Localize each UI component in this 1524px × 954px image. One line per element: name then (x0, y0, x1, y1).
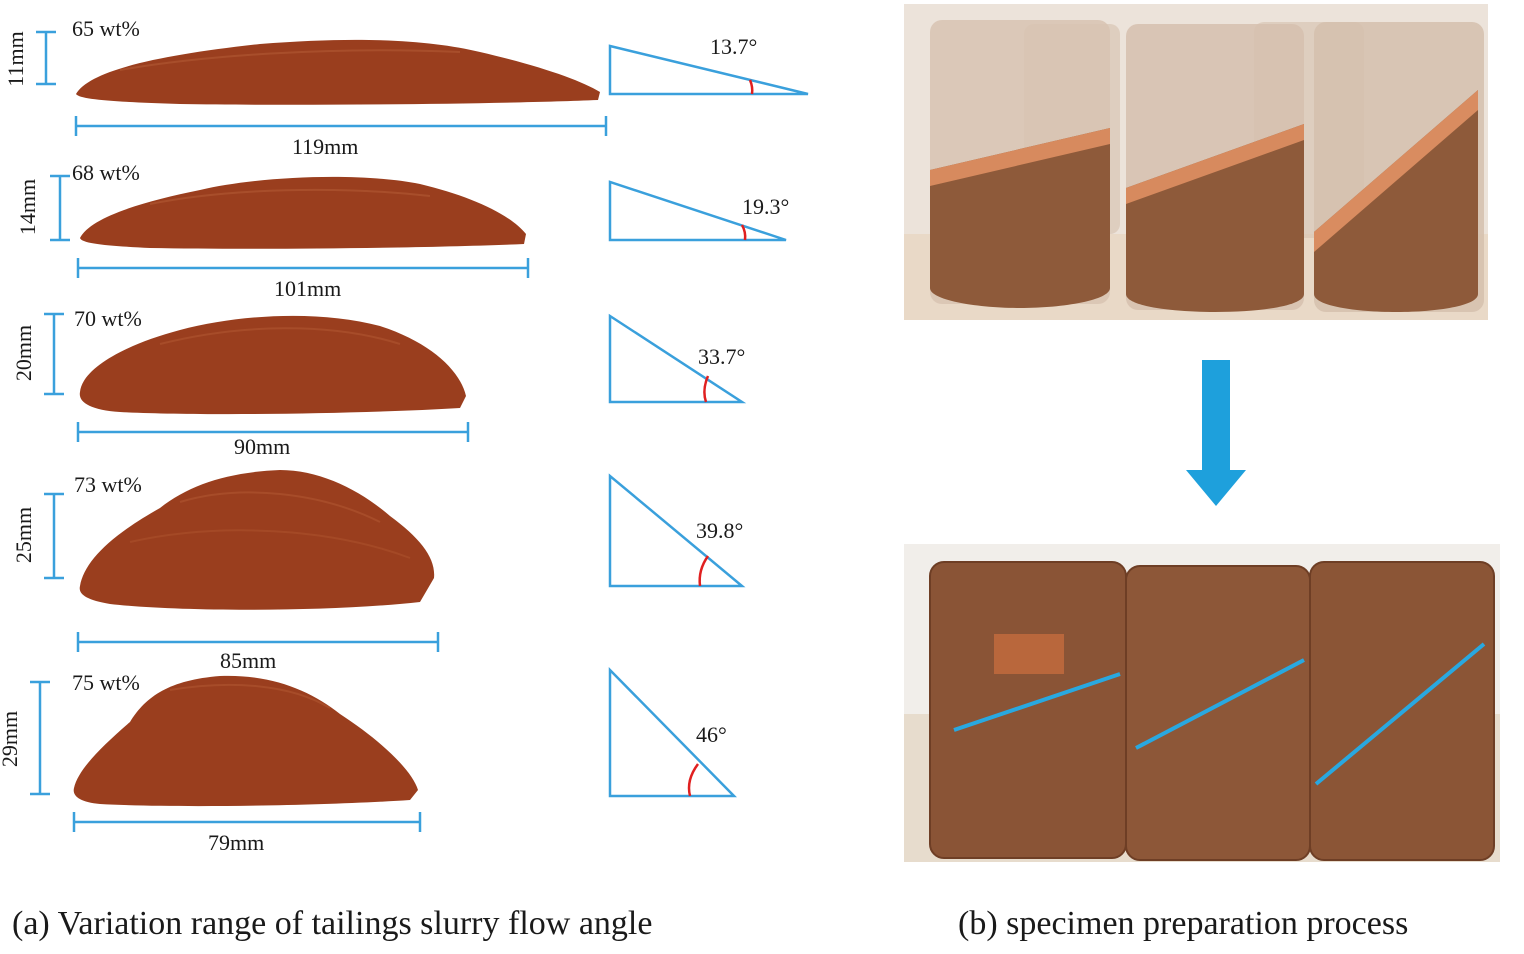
angle-label: 13.7° (710, 34, 758, 59)
cut-line-left (953, 672, 1121, 732)
down-arrow-icon (1186, 360, 1246, 506)
specimen-photo-after-drawing (904, 544, 1500, 862)
angle-triangle (608, 44, 809, 96)
angle-arc (703, 375, 710, 403)
width-label: 101mm (274, 276, 342, 301)
specimen-photo-after (904, 544, 1500, 862)
sample-row-75: 75 wt% 29mm 79mm 46° (0, 660, 860, 860)
angle-arc (698, 555, 710, 587)
angle-arc (740, 224, 747, 241)
angle-arc (748, 79, 754, 95)
height-label: 20mm (11, 324, 36, 382)
angle-label: 33.7° (698, 344, 746, 369)
height-label: 25mm (11, 506, 36, 564)
sample-row-65-graphic (36, 30, 809, 136)
slurry-pile (76, 39, 600, 105)
angle-triangle (608, 313, 747, 404)
concentration-label: 68 wt% (72, 160, 140, 185)
concentration-label: 73 wt% (74, 472, 142, 497)
angle-arc (687, 763, 700, 797)
sample-row-70-graphic (44, 312, 747, 442)
angle-triangle (608, 180, 787, 242)
sample-row-68: 68 wt% 14mm 101mm 19.3° (0, 160, 860, 310)
concentration-label: 65 wt% (72, 16, 140, 41)
concentration-label: 70 wt% (74, 306, 142, 331)
sample-row-68-graphic (50, 174, 787, 278)
angle-label: 19.3° (742, 194, 790, 219)
width-label: 85mm (220, 648, 277, 673)
panel-b-specimen-prep (880, 0, 1524, 880)
specimen-photo-before-drawing (904, 4, 1488, 320)
sample-row-73: 73 wt% 25mm 85mm 39.8° (0, 462, 860, 673)
sample-row-70: 70 wt% 20mm 90mm 33.7° (0, 300, 860, 470)
caption-panel-a: (a) Variation range of tailings slurry f… (12, 905, 653, 942)
slurry-pile (79, 470, 435, 610)
cut-line-right (1314, 642, 1486, 786)
cut-line-middle (1135, 658, 1305, 750)
sample-row-65: 65 wt% 11mm 119mm 13.7° (0, 0, 860, 160)
angle-triangle (608, 473, 746, 588)
width-label: 79mm (208, 830, 265, 855)
width-label: 90mm (234, 434, 291, 459)
sample-row-73-graphic (44, 470, 746, 652)
concentration-label: 75 wt% (72, 670, 140, 695)
height-label: 29mm (0, 710, 22, 768)
specimen-photo-before (904, 4, 1488, 320)
angle-label: 39.8° (696, 518, 744, 543)
panel-a-flow-angle: 65 wt% 11mm 119mm 13.7° 68 wt% 14mm 101m… (0, 0, 860, 860)
slurry-pile (80, 176, 526, 249)
caption-panel-b: (b) specimen preparation process (958, 905, 1409, 942)
height-label: 11mm (3, 31, 28, 87)
angle-label: 46° (696, 722, 727, 747)
angle-triangle (608, 666, 737, 798)
sample-row-75-graphic (30, 666, 737, 832)
slurry-pile (73, 675, 419, 807)
height-label: 14mm (15, 178, 40, 236)
width-label: 119mm (292, 134, 359, 159)
